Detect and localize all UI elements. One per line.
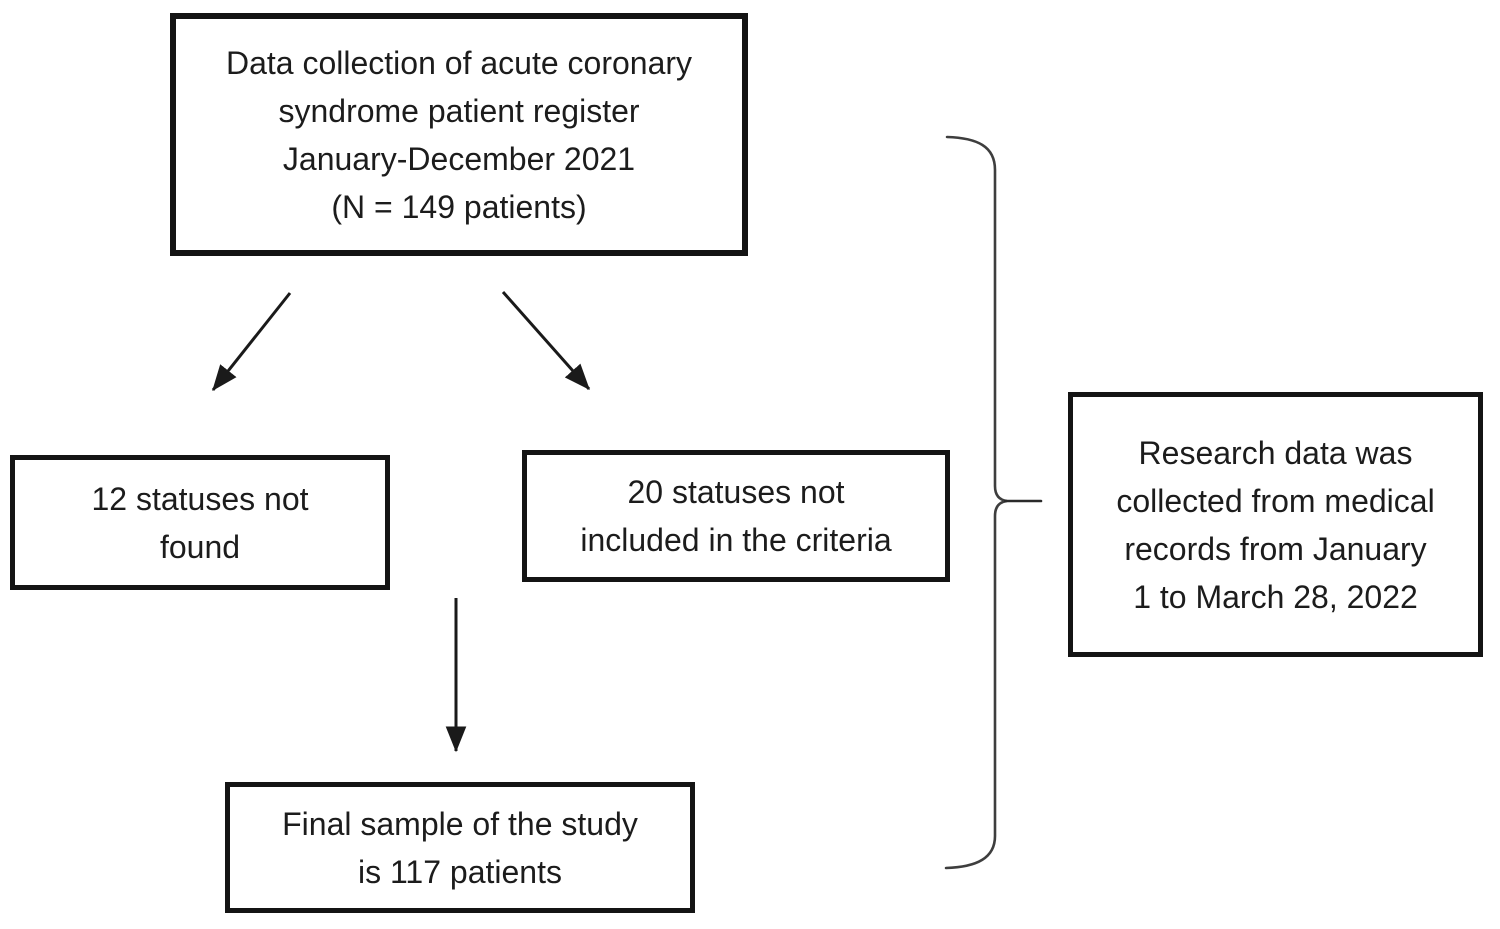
node-annotation: Research data was collected from medical… <box>1068 392 1483 657</box>
node-excluded-not-found-text: 12 statuses not found <box>91 480 309 565</box>
node-excluded-criteria: 20 statuses not included in the criteria <box>522 450 950 582</box>
node-excluded-not-found: 12 statuses not found <box>10 455 390 590</box>
arrow-source-to-not-found <box>211 292 292 392</box>
node-final-sample-text: Final sample of the study is 117 patient… <box>282 805 638 890</box>
node-annotation-text: Research data was collected from medical… <box>1116 434 1435 615</box>
arrow-source-to-criteria <box>501 291 591 390</box>
node-source: Data collection of acute coronary syndro… <box>170 13 748 256</box>
right-curly-brace <box>944 135 1008 870</box>
node-excluded-criteria-text: 20 statuses not included in the criteria <box>580 474 892 558</box>
node-source-text: Data collection of acute coronary syndro… <box>225 44 693 225</box>
node-final-sample: Final sample of the study is 117 patient… <box>225 782 695 913</box>
